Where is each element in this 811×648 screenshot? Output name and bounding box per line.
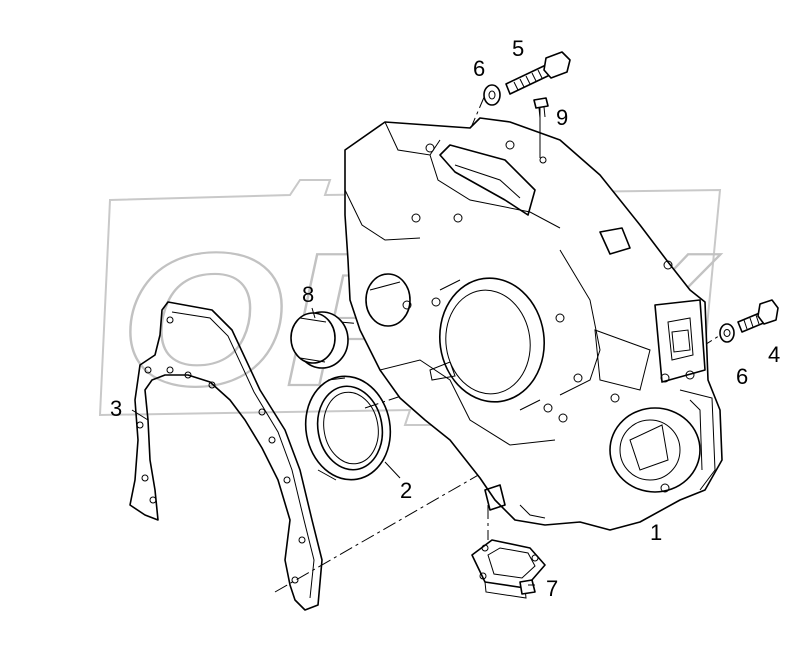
leader-lines bbox=[131, 108, 541, 586]
callout-6-right: 6 bbox=[736, 364, 748, 389]
callout-5: 5 bbox=[512, 36, 524, 61]
callout-6-top: 6 bbox=[473, 56, 485, 81]
screw bbox=[533, 97, 549, 119]
callout-7: 7 bbox=[546, 576, 558, 601]
plug bbox=[290, 311, 349, 369]
bolt-top bbox=[505, 51, 571, 95]
washer-top bbox=[483, 84, 501, 106]
washer-right bbox=[719, 323, 735, 343]
callout-8: 8 bbox=[302, 282, 314, 307]
seal-ring bbox=[304, 375, 392, 481]
callout-1: 1 bbox=[650, 520, 662, 545]
callout-9: 9 bbox=[556, 105, 568, 130]
callout-labels: 1 2 3 4 5 6 6 7 8 9 bbox=[110, 36, 780, 601]
flywheel-housing bbox=[344, 117, 723, 531]
cover-plate bbox=[471, 539, 546, 599]
gasket bbox=[129, 301, 323, 611]
callout-2: 2 bbox=[400, 478, 412, 503]
callout-4: 4 bbox=[768, 342, 780, 367]
bolt-right bbox=[737, 299, 779, 333]
callout-3: 3 bbox=[110, 396, 122, 421]
